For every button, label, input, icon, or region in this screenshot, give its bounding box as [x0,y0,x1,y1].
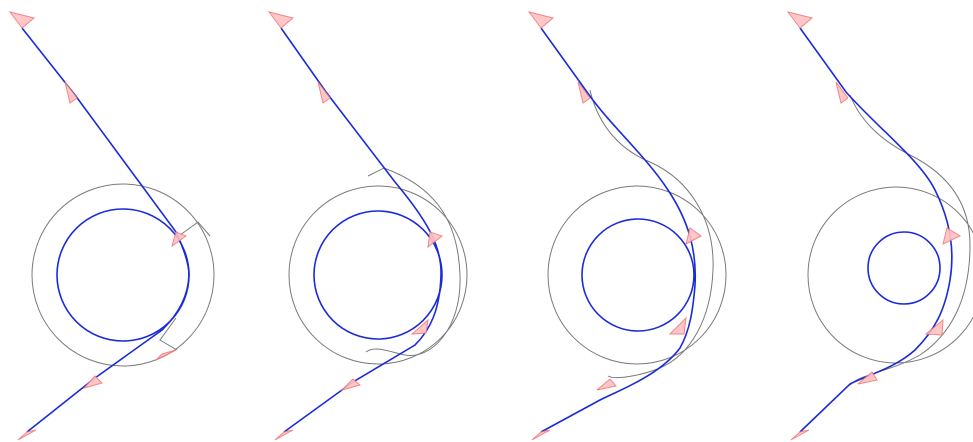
panel-2-arrow-end [274,429,294,441]
panel-3-arrow-start [527,11,555,29]
panel-2-arrow [427,231,444,249]
panel-2-outer-circle [288,185,468,365]
panel-4 [786,11,973,441]
panel-1-arrow [155,349,177,361]
panel-2-blue-circle [313,210,443,340]
panel-3-path [540,27,697,433]
panel-2-arrow [410,318,429,335]
panel-4-arrow-start [786,11,814,29]
panel-3-blue-circle [581,218,695,332]
panel-4-path [799,27,953,433]
panel-3-arrow [577,81,591,104]
panel-3 [527,11,727,441]
panel-1-blue-circle [56,208,190,342]
panel-4-arrow-end [790,429,810,441]
panel-1-arrow [82,375,103,389]
panel-4-arrow [857,371,878,385]
panel-3-arrow-end [531,429,551,441]
panel-2-arrow [340,378,362,391]
panel-3-arrow [596,378,617,391]
panel-2 [267,11,468,441]
panel-2-offset-curve [365,167,461,357]
panel-1-outer-circle [31,183,215,367]
panel-3-arrow [668,316,687,335]
panel-1-offset-ticks [159,221,211,351]
panel-1 [8,11,215,441]
panel-1-arrow-end [17,429,37,441]
panel-4-blue-circle [867,231,941,305]
panel-1-arrow-start [8,11,36,29]
panel-2-arrow-start [267,11,295,29]
panel-4-arrow [942,227,962,245]
panel-1-path [21,27,190,433]
panel-4-arrow [835,81,849,104]
panel-4-arrow [924,318,944,336]
panel-3-arrow [685,227,702,245]
panel-1-arrow [171,231,188,248]
panel-1-arrow [64,81,78,104]
panel-4-outer-circle [807,186,973,364]
panel-2-arrow [317,81,331,104]
panel-2-path [280,27,442,433]
panel-3-outer-circle [547,185,727,365]
panel-4-offset-curve [849,94,971,386]
